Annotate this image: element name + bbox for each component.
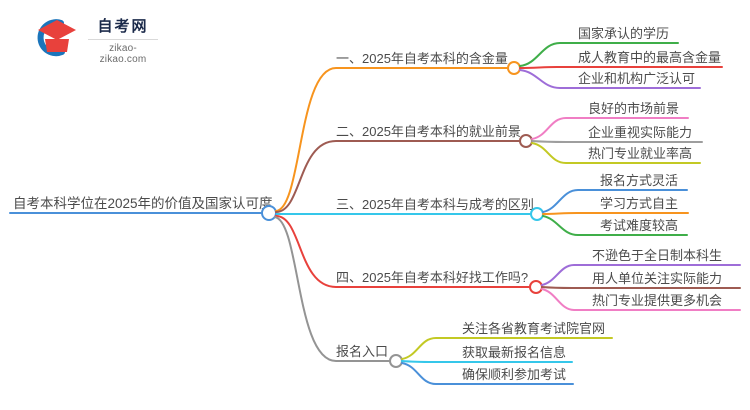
branch-label[interactable]: 四、2025年自考本科好找工作吗?: [336, 270, 528, 285]
branch-connector: [275, 140, 520, 213]
sub-connector: [519, 66, 723, 69]
sub-label[interactable]: 用人单位关注实际能力: [592, 271, 722, 286]
branch-label[interactable]: 报名入口: [336, 344, 388, 359]
brand-name: 自考网: [97, 18, 149, 35]
sub-connector: [401, 362, 574, 385]
sub-connector: [401, 360, 573, 363]
graduation-cap-icon: [37, 19, 76, 57]
branch-connector: [275, 215, 530, 288]
sub-connector: [542, 189, 688, 213]
sub-connector: [531, 142, 701, 164]
sub-label[interactable]: 不逊色于全日制本科生: [592, 248, 722, 263]
root-node: 自考本科学位在2025年的价值及国家认可度: [9, 195, 277, 221]
sub-label[interactable]: 成人教育中的最高含金量: [578, 50, 721, 65]
sub-label[interactable]: 确保顺利参加考试: [462, 367, 566, 382]
brand-domain: zikao-zikao.com: [88, 39, 158, 65]
sub-connector: [541, 286, 741, 289]
branch-node-circle[interactable]: [507, 61, 521, 75]
sub-connector: [531, 140, 703, 143]
sub-connector: [542, 212, 689, 215]
branch-label[interactable]: 三、2025年自考本科与成考的区别: [336, 197, 534, 212]
branch-node-circle[interactable]: [530, 207, 544, 221]
branch-connector: [275, 67, 508, 212]
site-logo[interactable]: 自考网 zikao-zikao.com: [30, 16, 158, 65]
sub-label[interactable]: 良好的市场前景: [588, 101, 679, 116]
sub-connector: [531, 117, 689, 140]
branch-node-circle[interactable]: [389, 354, 403, 368]
branch-label[interactable]: 二、2025年自考本科的就业前景: [336, 124, 521, 139]
branch-connector: [274, 216, 390, 362]
sub-connector: [519, 42, 679, 67]
branch-1: 一、2025年自考本科的含金量 国家承认的学历 成人教育中的最高含金量 企业和机…: [275, 26, 723, 212]
branch-node-circle[interactable]: [519, 134, 533, 148]
sub-label[interactable]: 学习方式自主: [600, 196, 678, 211]
branch-3: 三、2025年自考本科与成考的区别 报名方式灵活 学习方式自主 考试难度较高: [276, 173, 689, 236]
sub-label[interactable]: 热门专业就业率高: [588, 146, 692, 161]
branch-5: 报名入口 关注各省教育考试院官网 获取最新报名信息 确保顺利参加考试: [274, 216, 613, 385]
branch-2: 二、2025年自考本科的就业前景 良好的市场前景 企业重视实际能力 热门专业就业…: [275, 101, 703, 213]
root-label[interactable]: 自考本科学位在2025年的价值及国家认可度: [13, 195, 273, 211]
sub-label[interactable]: 企业重视实际能力: [588, 125, 692, 140]
sub-label[interactable]: 国家承认的学历: [578, 26, 669, 41]
sub-label[interactable]: 企业和机构广泛认可: [578, 71, 695, 86]
sub-label[interactable]: 关注各省教育考试院官网: [462, 321, 605, 336]
sub-connector: [401, 337, 613, 360]
root-node-circle[interactable]: [261, 205, 277, 221]
branch-node-circle[interactable]: [529, 280, 543, 294]
branch-label[interactable]: 一、2025年自考本科的含金量: [336, 51, 508, 66]
sub-label[interactable]: 热门专业提供更多机会: [592, 293, 722, 308]
sub-label[interactable]: 获取最新报名信息: [462, 345, 566, 360]
sub-label[interactable]: 考试难度较高: [600, 218, 678, 233]
sub-connector: [542, 215, 688, 236]
sub-connector: [541, 264, 741, 286]
branch-4: 四、2025年自考本科好找工作吗? 不逊色于全日制本科生 用人单位关注实际能力 …: [275, 215, 741, 311]
sub-connector: [541, 288, 741, 311]
sub-label[interactable]: 报名方式灵活: [600, 173, 678, 188]
brand-text-block: 自考网 zikao-zikao.com: [88, 16, 158, 65]
sub-connector: [519, 69, 701, 89]
